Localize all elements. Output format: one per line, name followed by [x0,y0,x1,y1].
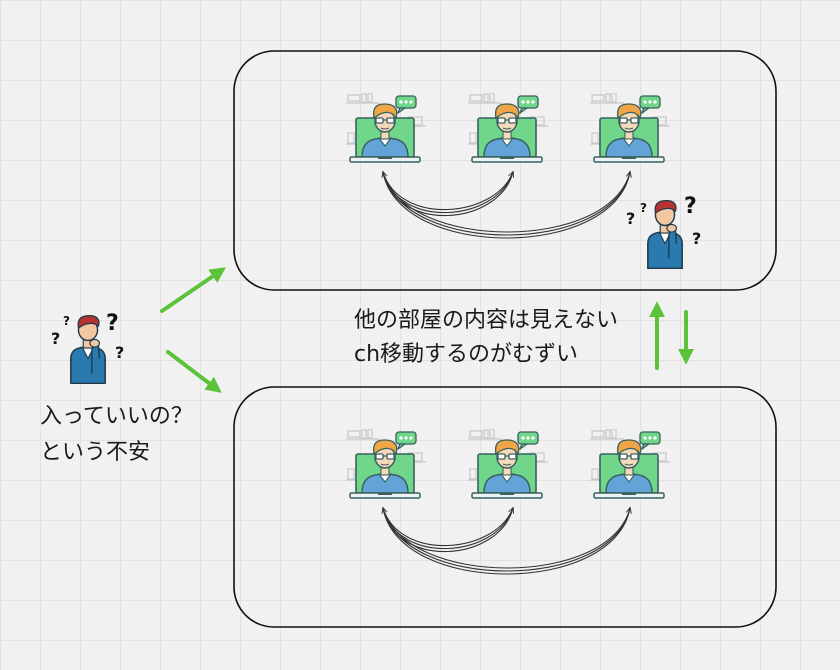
question-mark: ? [626,209,635,228]
room-bottom [233,386,777,628]
room-bottom-frame [233,386,777,628]
question-mark: ? [63,314,70,328]
channel-switch-arrows [649,301,694,370]
confused-person-outside: ? ? ? ? [51,311,124,384]
question-mark: ? [640,201,647,215]
room-top: ? ? ? ? [233,50,777,291]
room-visibility-note: 他の部屋の内容は見えない [354,308,619,333]
arrow-to-top-room [160,267,226,313]
question-mark: ? [51,329,60,348]
entry-worry-line2: という不安 [40,440,151,465]
room-top-frame [233,50,777,291]
participant-icon [468,429,548,499]
channel-switch-note: ch移動するのがむずい [354,342,579,367]
confused-person-icon [647,199,683,269]
entry-arrows [160,267,226,393]
question-mark: ? [106,311,119,336]
question-mark: ? [684,194,697,219]
confused-person-icon [70,314,106,384]
participant-icon [468,93,548,163]
confused-person-in-room: ? ? ? ? [626,194,701,269]
participant-icon [590,429,670,499]
participant-icon [590,93,670,163]
arrow-to-bottom-room [166,350,222,393]
connection-lines [383,508,630,575]
entry-worry-line1: 入っていいの？ [40,404,193,429]
participant-icon [346,429,426,499]
question-mark: ? [115,343,124,362]
participant-icon [346,93,426,163]
question-mark: ? [692,229,701,248]
connection-lines [383,172,630,239]
